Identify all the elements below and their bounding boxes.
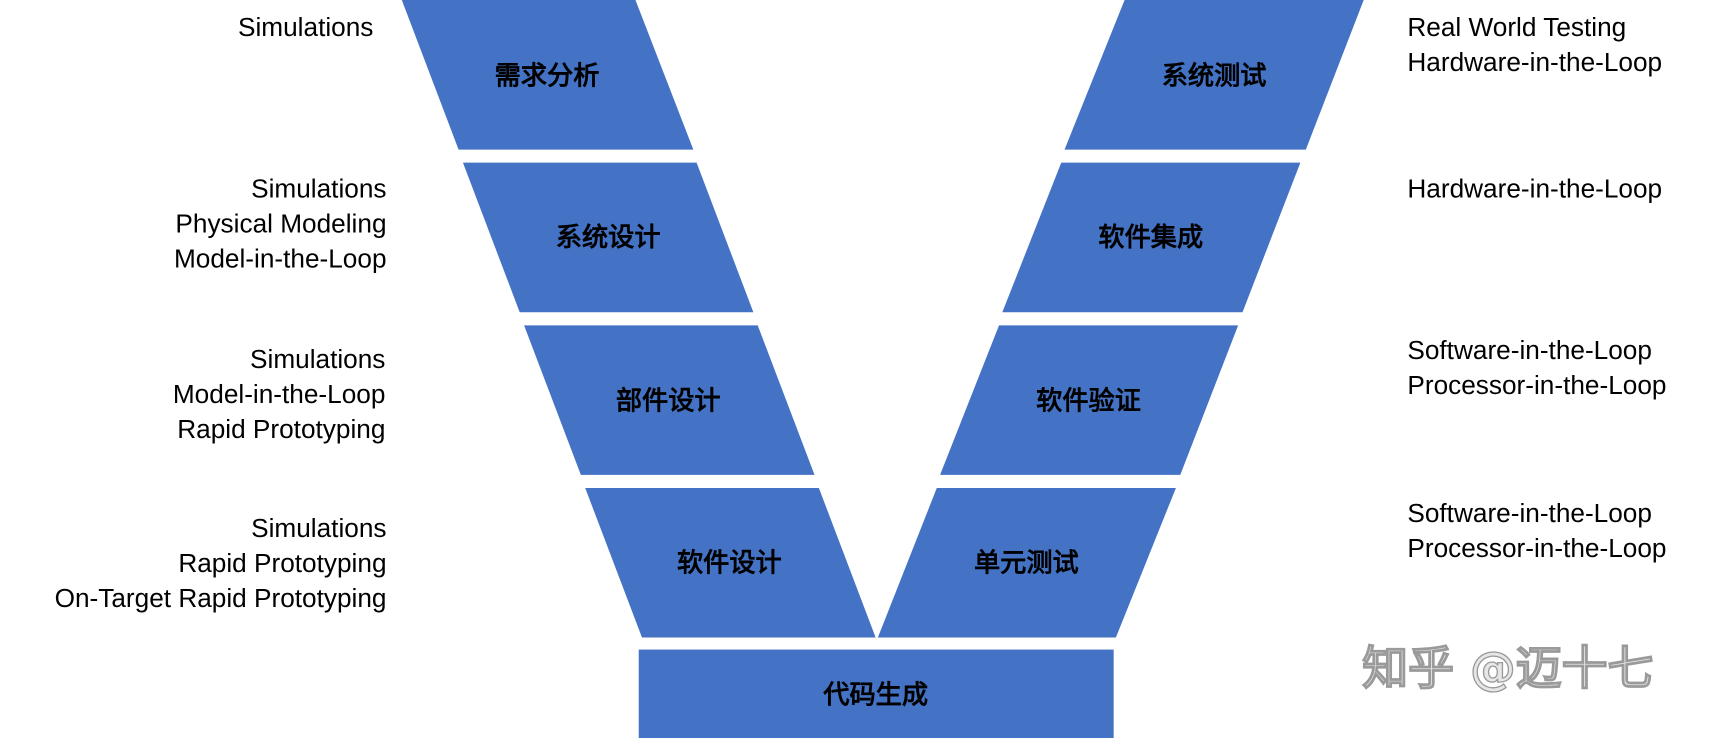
- stage-component-design: [524, 325, 815, 475]
- stage-label-unit-testing: 单元测试: [974, 548, 1079, 578]
- note-system-testing-1: Real World Testing: [1407, 12, 1626, 42]
- stage-label-requirements-analysis: 需求分析: [495, 61, 600, 91]
- stage-requirements-analysis: [401, 0, 694, 150]
- note-software-verification-2: Processor-in-the-Loop: [1407, 370, 1666, 400]
- stage-label-system-design: 系统设计: [556, 222, 661, 253]
- note-software-verification-1: Software-in-the-Loop: [1407, 335, 1652, 365]
- bottom-stage: 代码生成: [638, 649, 1114, 738]
- stage-software-integration: [1002, 162, 1301, 313]
- stage-software-design: [585, 487, 876, 638]
- note-unit-testing-1: Software-in-the-Loop: [1407, 498, 1652, 528]
- note-system-design-2: Physical Modeling: [175, 209, 386, 239]
- note-system-design-1: Simulations: [251, 174, 386, 204]
- stage-label-software-integration: 软件集成: [1098, 222, 1203, 253]
- note-system-design-3: Model-in-the-Loop: [174, 243, 387, 273]
- note-requirements-1: Simulations: [238, 12, 373, 42]
- stage-system-testing: [1064, 0, 1364, 150]
- left-notes: Simulations Simulations Physical Modelin…: [55, 12, 387, 613]
- note-software-design-1: Simulations: [251, 513, 386, 543]
- right-arm: 系统测试 软件集成 软件验证 单元测试: [877, 0, 1364, 638]
- right-notes: Real World Testing Hardware-in-the-Loop …: [1407, 12, 1666, 563]
- stage-unit-testing: [877, 487, 1176, 638]
- note-component-design-3: Rapid Prototyping: [177, 414, 385, 444]
- note-software-design-3: On-Target Rapid Prototyping: [55, 583, 387, 613]
- stage-label-software-design: 软件设计: [677, 548, 782, 578]
- stage-label-component-design: 部件设计: [616, 386, 721, 417]
- stage-system-design: [462, 162, 754, 313]
- stage-software-verification: [940, 325, 1239, 475]
- note-component-design-2: Model-in-the-Loop: [173, 379, 386, 409]
- stage-label-code-generation: 代码生成: [822, 680, 928, 710]
- stage-label-software-verification: 软件验证: [1036, 386, 1141, 417]
- note-system-testing-2: Hardware-in-the-Loop: [1407, 47, 1662, 77]
- note-component-design-1: Simulations: [250, 344, 385, 374]
- watermark: 知乎 @迈十七: [1362, 641, 1653, 695]
- left-arm: 需求分析 系统设计 部件设计 软件设计: [401, 0, 876, 638]
- note-software-design-2: Rapid Prototyping: [178, 548, 386, 578]
- stage-code-generation: [638, 649, 1114, 738]
- note-software-integration-1: Hardware-in-the-Loop: [1407, 174, 1662, 204]
- stage-label-system-testing: 系统测试: [1162, 60, 1267, 91]
- note-unit-testing-2: Processor-in-the-Loop: [1407, 533, 1666, 563]
